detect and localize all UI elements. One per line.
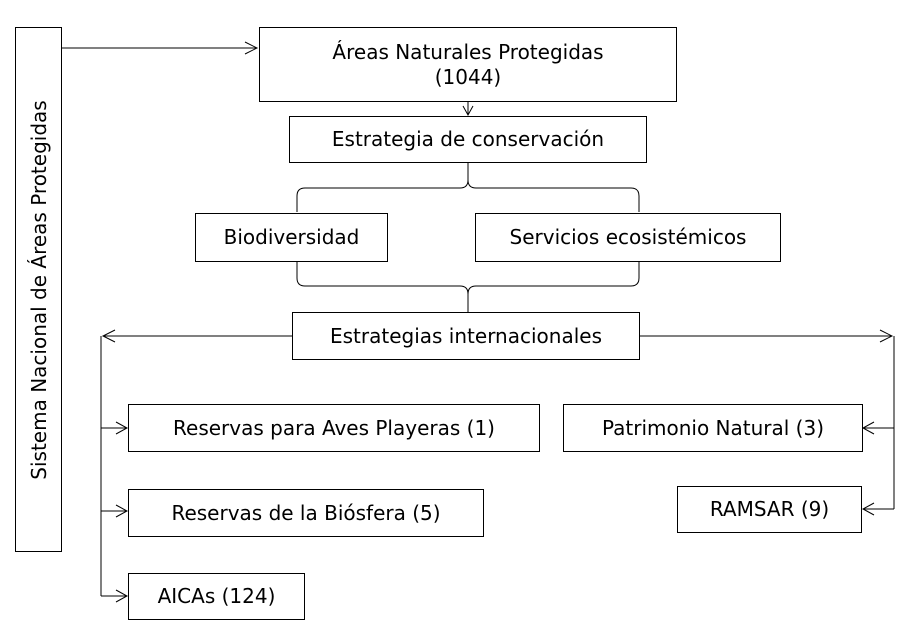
- biodiversity-box: Biodiversidad: [195, 213, 388, 262]
- side-label-text: Sistema Nacional de Áreas Protegidas: [26, 99, 51, 480]
- side-label-box: Sistema Nacional de Áreas Protegidas: [15, 27, 62, 552]
- protected-areas-count: (1044): [434, 64, 502, 89]
- ecosystem-services-box: Servicios ecosistémicos: [475, 213, 781, 262]
- ramsar-box: RAMSAR (9): [677, 486, 862, 533]
- protected-areas-title: Áreas Naturales Protegidas: [332, 39, 604, 64]
- biosphere-reserves-box: Reservas de la Biósfera (5): [128, 489, 484, 537]
- conservation-strategy-box: Estrategia de conservación: [289, 116, 647, 163]
- protected-areas-box: Áreas Naturales Protegidas (1044): [259, 27, 677, 102]
- international-strategies-box: Estrategias internacionales: [292, 312, 640, 360]
- aicas-box: AICAs (124): [128, 573, 305, 620]
- natural-heritage-box: Patrimonio Natural (3): [563, 404, 863, 452]
- shorebird-reserves-box: Reservas para Aves Playeras (1): [128, 404, 540, 452]
